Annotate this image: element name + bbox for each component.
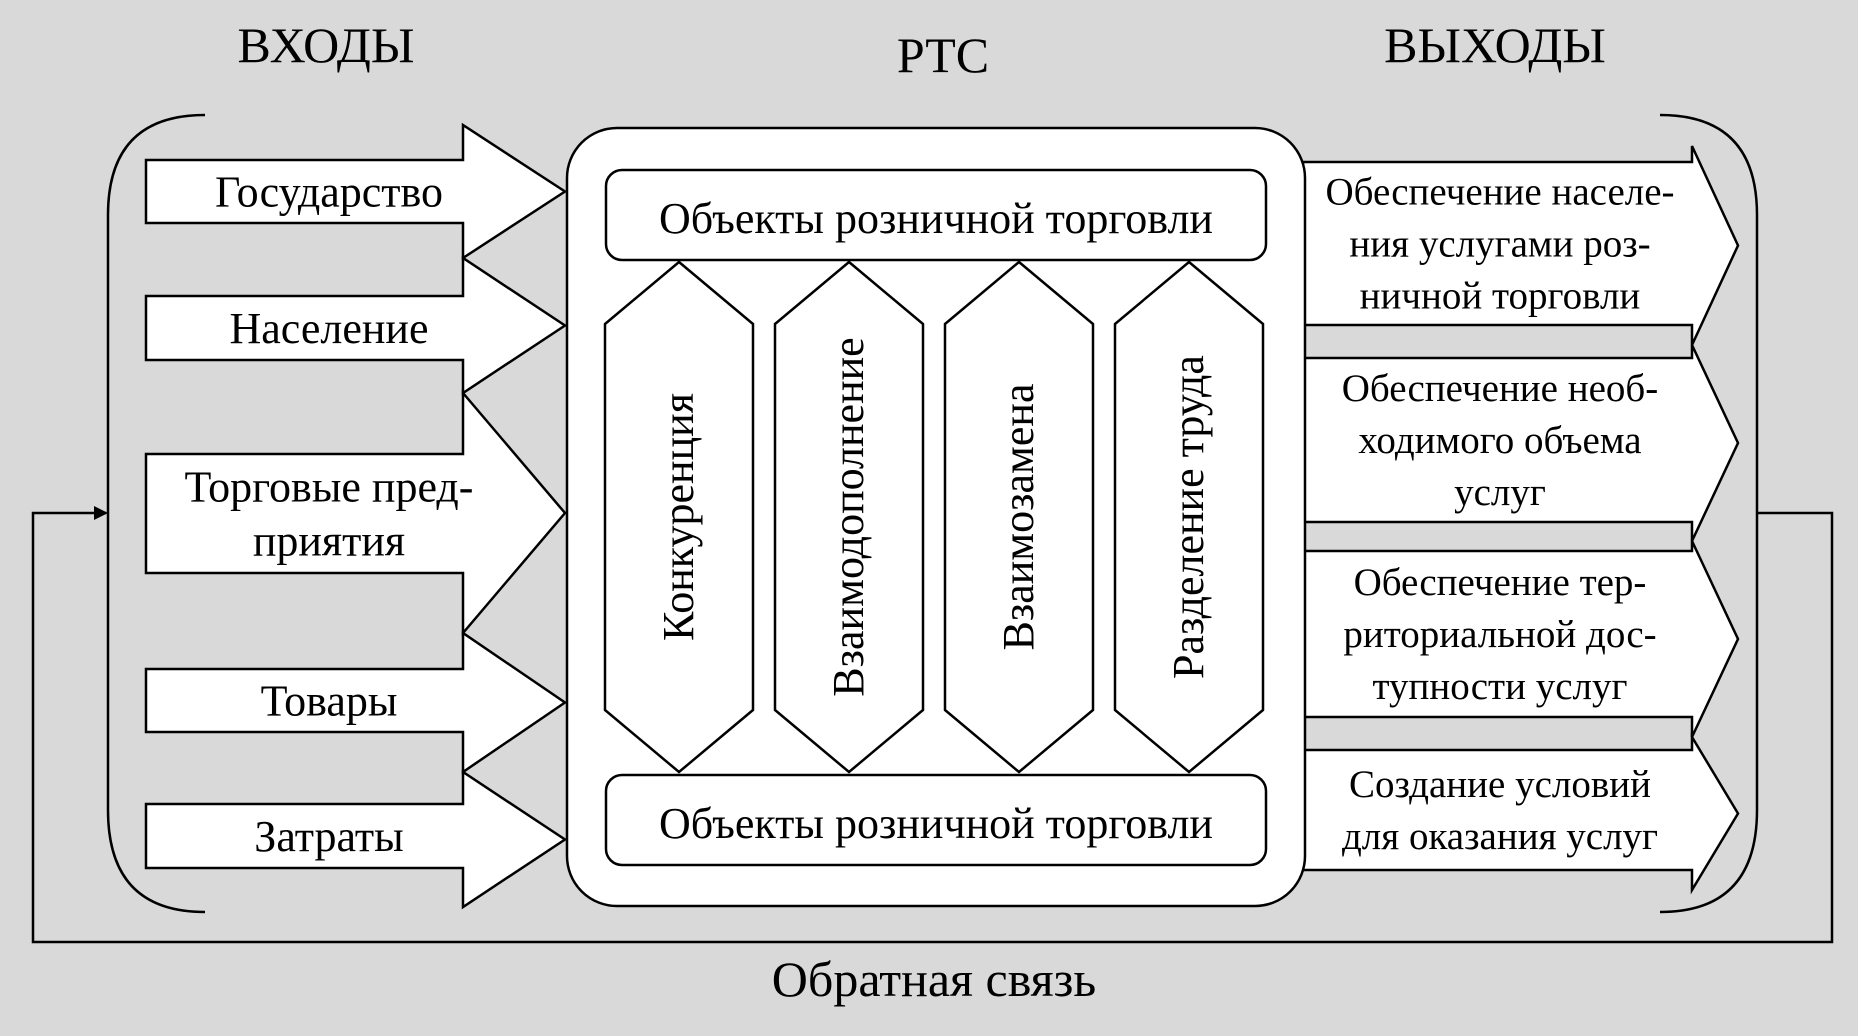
relation-label-3: Взаимозамена	[994, 383, 1043, 650]
output-arrows: Обеспечение населе-ния услугами роз-ничн…	[1301, 145, 1740, 895]
input-label-2-line-1: Население	[229, 304, 428, 353]
input-label-1-line-1: Государство	[215, 168, 443, 217]
output-label-3-line-1: Обеспечение тер-	[1354, 561, 1647, 604]
output-label-1-line-3: ничной торговли	[1360, 275, 1641, 318]
output-label-2-line-3: услуг	[1454, 471, 1546, 514]
input-arrow-2	[144, 255, 568, 396]
outputs-header: ВЫХОДЫ	[1384, 17, 1606, 73]
output-label-3-line-2: риториальной дос-	[1343, 613, 1656, 656]
system-header: РТС	[897, 27, 989, 83]
feedback-label: Обратная связь	[772, 951, 1096, 1007]
input-label-5-line-1: Затраты	[254, 812, 403, 861]
inputs-header: ВХОДЫ	[237, 17, 414, 73]
input-label-3-line-2: приятия	[253, 517, 405, 566]
input-label-4-line-1: Товары	[261, 677, 398, 726]
output-arrow-1	[1301, 145, 1740, 346]
output-arrow-4	[1301, 732, 1740, 895]
output-arrow-2	[1301, 344, 1740, 542]
relation-block-3	[943, 260, 1095, 774]
input-arrow-1	[144, 122, 568, 261]
top-objects-label: Объекты розничной торговли	[659, 194, 1213, 243]
relation-label-1: Конкуренция	[654, 393, 703, 641]
output-label-3-line-3: тупности услуг	[1373, 665, 1628, 708]
feedback-line	[31, 506, 1834, 944]
relations-group: Конкуренция Взаимодополнение Взаимозамена Р…	[603, 260, 1265, 774]
bottom-objects-label: Объекты розничной торговли	[659, 799, 1213, 848]
output-label-1-line-1: Обеспечение населе-	[1325, 171, 1674, 214]
output-label-2-line-2: ходимого объема	[1358, 419, 1641, 462]
output-label-1-line-2: ния услугами роз-	[1349, 223, 1650, 266]
output-label-2-line-1: Обеспечение необ-	[1342, 367, 1659, 410]
input-arrow-4	[144, 630, 568, 775]
top-objects-box	[604, 168, 1268, 262]
output-label-4-line-2: для оказания услуг	[1342, 815, 1658, 858]
input-arrow-5	[144, 769, 568, 910]
relation-block-1	[603, 260, 755, 774]
relation-block-2	[773, 260, 925, 774]
input-label-3-line-1: Торговые пред-	[185, 463, 474, 512]
output-arrow-3	[1301, 540, 1740, 738]
relation-block-4	[1113, 260, 1265, 774]
relation-label-4: Разделение труда	[1164, 355, 1213, 679]
relation-label-2: Взаимодополнение	[824, 337, 873, 696]
input-arrow-3	[144, 389, 567, 637]
inputs-bracket	[106, 113, 206, 914]
bottom-objects-box	[604, 773, 1268, 867]
output-label-4-line-1: Создание условий	[1349, 763, 1651, 806]
